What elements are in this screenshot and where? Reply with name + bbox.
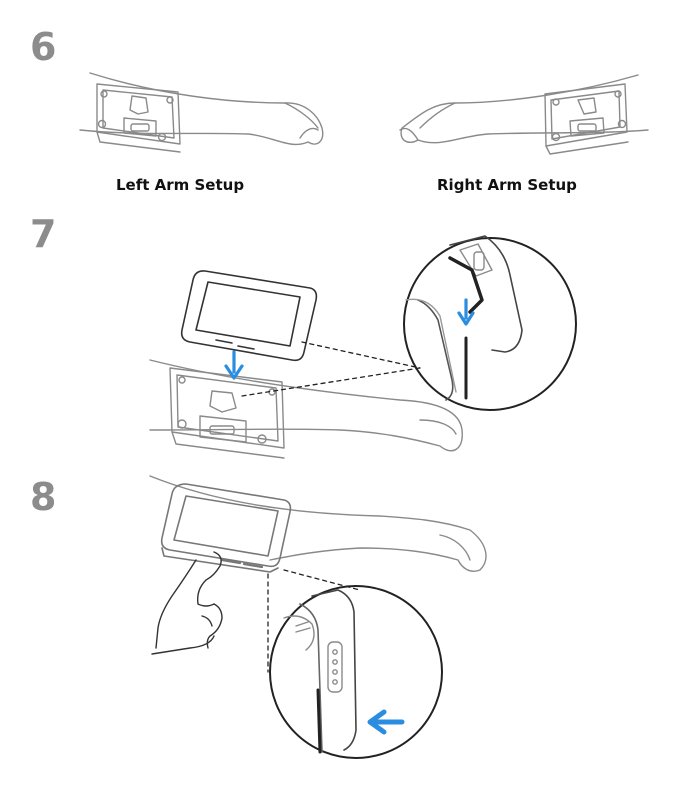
wearable-device — [180, 270, 318, 362]
step-7-number: 7 — [30, 212, 57, 256]
left-arm-setup-caption: Left Arm Setup — [116, 176, 245, 194]
left-arm-mount-bracket — [96, 83, 181, 153]
mounted-device — [160, 483, 292, 573]
step-7-illustration — [149, 270, 463, 459]
leader-line-1 — [301, 341, 421, 369]
down-arrow-icon — [457, 298, 475, 326]
step-8-number: 8 — [30, 475, 57, 519]
pressing-hand — [151, 551, 223, 655]
step-8-detail-circle — [269, 585, 443, 759]
arm-mount-bracket — [169, 367, 285, 459]
right-arm-illustration — [399, 74, 649, 155]
left-arrow-icon — [367, 709, 405, 735]
step-6-number: 6 — [30, 25, 57, 69]
down-arrow-icon — [224, 350, 244, 380]
right-arm-setup-caption: Right Arm Setup — [437, 176, 577, 194]
right-arm-mount-bracket — [544, 83, 629, 155]
left-arm-illustration — [79, 72, 324, 153]
leader-line-2 — [241, 367, 421, 397]
step-7-detail-circle — [403, 235, 577, 411]
step-8-illustration — [149, 475, 487, 655]
